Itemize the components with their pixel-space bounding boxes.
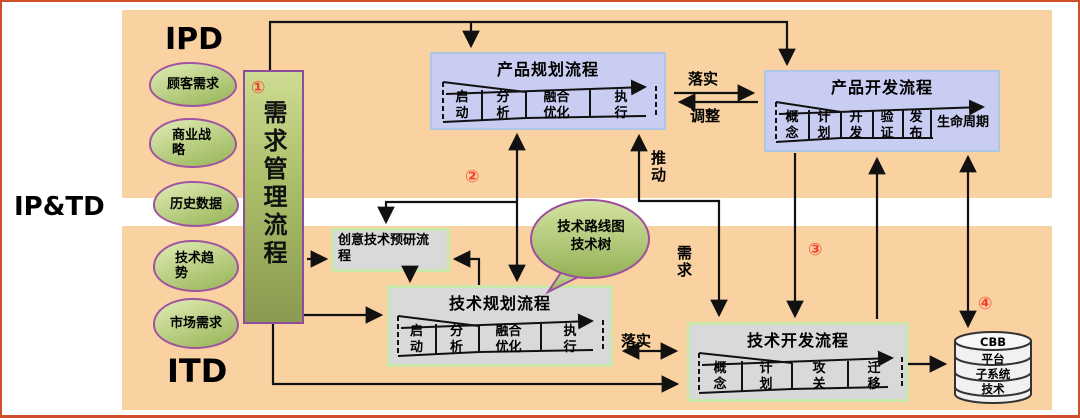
box-title: 技术开发流程 [746, 331, 849, 350]
stage-cell: 分析 [496, 90, 510, 121]
circled-number-3: ③ [808, 240, 823, 260]
tech-planning-process-box: 技术规划流程 启动 分析 融合优化 执行 [387, 285, 613, 367]
box-title: 创意技术预研流程 [338, 233, 430, 264]
source-customer-needs: 顾客需求 [149, 62, 237, 107]
stage-cell: 发布 [909, 110, 923, 141]
source-market-demand: 市场需求 [153, 298, 239, 349]
stage-strip: 启动 分析 融合优化 执行 [440, 74, 660, 128]
requirement-management-process-bar: ① 需求管理流程 [243, 70, 304, 324]
stage-strip-graphics [775, 99, 985, 143]
source-business-strategy: 商业战略 [149, 118, 237, 168]
ipd-label: IPD [165, 22, 224, 57]
demand-label: 需求 [675, 245, 693, 279]
cylinder-row-cbb: CBB [980, 335, 1006, 349]
implement-label-bottom: 落实 [621, 332, 652, 350]
stage-cell: 计划 [759, 361, 773, 392]
itd-label: ITD [167, 352, 228, 390]
implement-label-top: 落实 [688, 70, 719, 88]
idea-tech-preresearch-box: 创意技术预研流程 [331, 228, 450, 272]
box-title: 技术规划流程 [448, 294, 551, 313]
stage-cell: 生命周期 [936, 115, 989, 130]
source-label: 顾客需求 [166, 77, 219, 92]
push-label: 推动 [649, 150, 667, 184]
source-historical-data: 历史数据 [153, 181, 239, 227]
stage-cell: 执行 [563, 324, 577, 355]
stage-cell: 融合优化 [543, 90, 570, 121]
source-label: 商业战略 [172, 128, 212, 158]
adjust-label: 调整 [690, 107, 721, 125]
stage-cell: 攻关 [812, 361, 826, 392]
product-planning-process-box: 产品规划流程 启动 分析 融合优化 执行 [430, 52, 666, 130]
cylinder-row-subsystem: 子系统 [975, 367, 1011, 381]
stage-cell: 计划 [817, 110, 831, 141]
stage-cell: 执行 [614, 90, 628, 121]
stage-strip: 启动 分析 融合优化 执行 [395, 308, 607, 362]
stage-cell: 概念 [785, 110, 799, 141]
box-title: 产品开发流程 [830, 78, 933, 97]
stage-cell: 分析 [450, 324, 464, 355]
iptd-label: IP&TD [14, 192, 105, 222]
tech-development-process-box: 技术开发流程 概念 计划 攻关 迁移 [687, 322, 909, 402]
stage-cell: 迁移 [867, 361, 881, 392]
source-label: 市场需求 [169, 316, 222, 331]
cylinder-row-platform: 平台 [981, 352, 1005, 366]
cylinder-row-technology: 技术 [981, 382, 1005, 396]
stage-cell: 融合优化 [495, 324, 522, 355]
stage-cell: 启动 [455, 90, 469, 121]
stage-strip: 概念 计划 开发 验证 发布 生命周期 [773, 94, 995, 148]
stage-cell: 开发 [849, 110, 863, 141]
product-development-process-box: 产品开发流程 概念 计划 开发 验证 发布 生命周期 [764, 70, 1000, 152]
stage-cell: 启动 [410, 324, 424, 355]
stage-strip-graphics [698, 350, 903, 394]
source-label: 历史数据 [169, 196, 222, 212]
stage-strip: 概念 计划 攻关 迁移 [696, 345, 906, 399]
bubble-line1: 技术路线图 [557, 219, 625, 235]
circled-number-4: ④ [978, 294, 993, 314]
tech-roadmap-bubble-text: 技术路线图 技术树 [532, 218, 650, 254]
source-label: 技术趋势 [175, 251, 215, 281]
bubble-line2: 技术树 [570, 237, 612, 253]
circled-number-1: ① [251, 78, 266, 98]
circled-number-2: ② [465, 167, 480, 187]
stage-cell: 概念 [713, 361, 727, 392]
requirement-management-label: 需求管理流程 [259, 100, 287, 268]
source-tech-trends: 技术趋势 [153, 240, 239, 292]
stage-strip-graphics [442, 79, 657, 123]
stage-cell: 验证 [880, 110, 894, 141]
